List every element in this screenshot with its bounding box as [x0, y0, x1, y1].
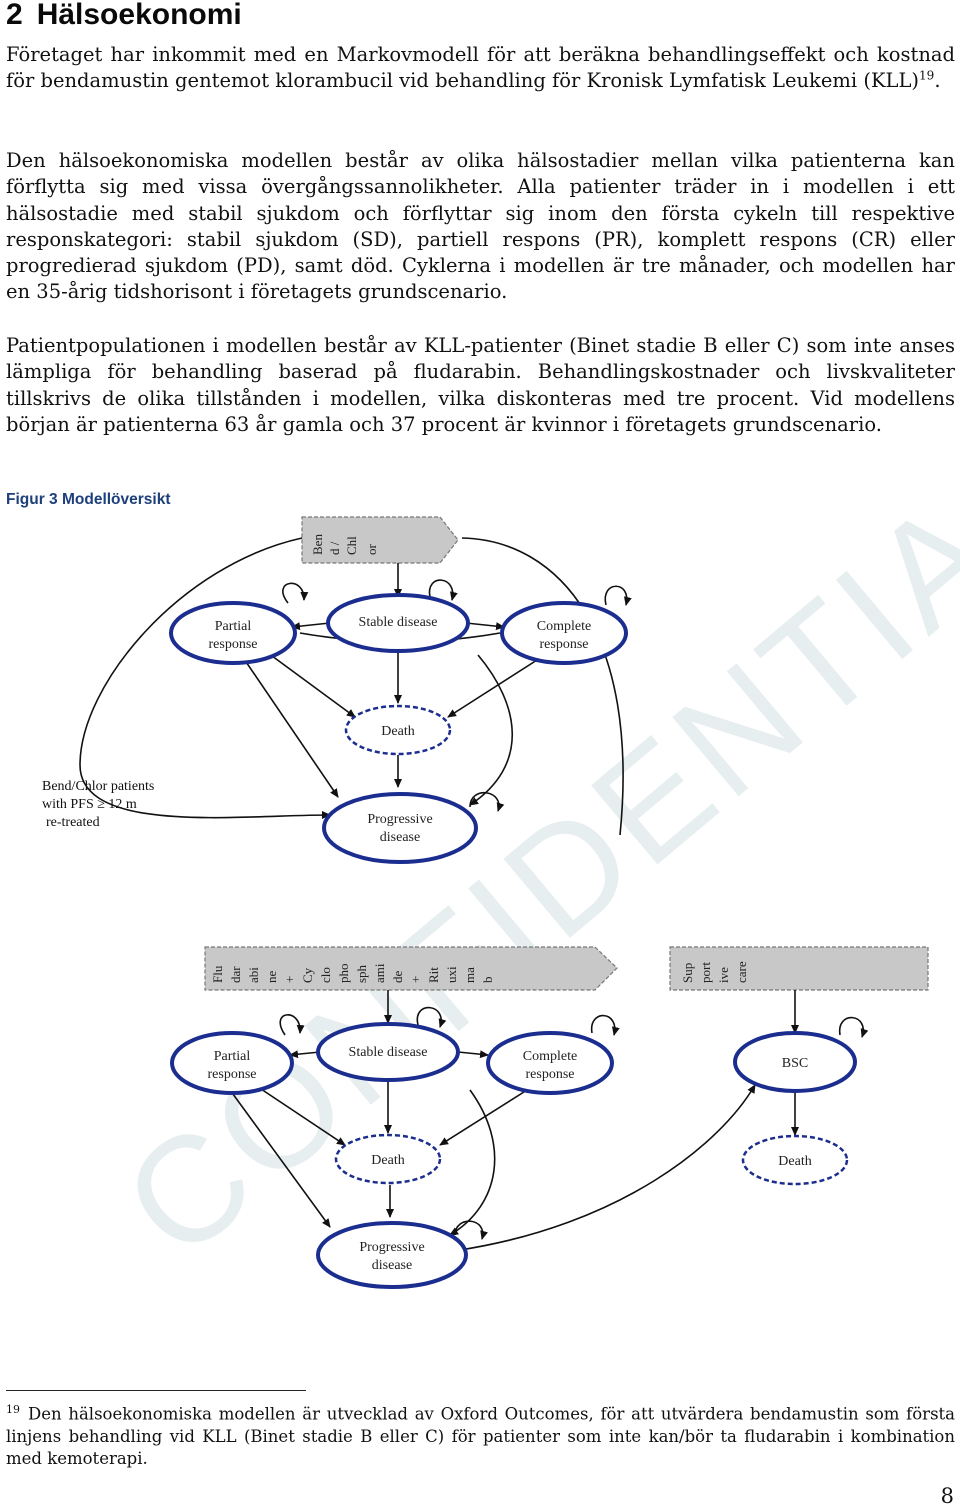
node-partial-response: Partial response: [169, 601, 297, 665]
paragraph-3: Patientpopulationen i modellen består av…: [6, 334, 955, 436]
svg-text:Sup: Sup: [680, 963, 695, 983]
node-death-2: Death: [334, 1133, 442, 1185]
footnote-separator: [6, 1390, 306, 1391]
node-complete-response: Complete response: [500, 601, 628, 665]
svg-text:ma: ma: [462, 967, 477, 983]
svg-text:de: de: [390, 971, 405, 984]
svg-text:Complete: Complete: [537, 619, 591, 634]
svg-text:d /: d /: [327, 541, 342, 555]
section-number: 2: [6, 0, 23, 31]
svg-text:Ben: Ben: [310, 534, 325, 555]
treatment-box-fludarabine-label: Flu dar abi ne + Cy clo pho sph ami de +…: [210, 963, 495, 983]
paragraph-1-end: .: [934, 69, 941, 93]
svg-text:pho: pho: [336, 964, 351, 984]
svg-text:+: +: [408, 976, 423, 983]
section-heading: 2 Hälsoekonomi: [6, 0, 242, 32]
svg-text:+: +: [282, 976, 297, 983]
svg-text:ne: ne: [264, 971, 279, 984]
svg-text:sph: sph: [354, 964, 369, 983]
svg-text:Stable disease: Stable disease: [349, 1045, 428, 1060]
page-number: 8: [940, 1484, 954, 1508]
node-death-3: Death: [741, 1134, 849, 1186]
svg-text:Bend/Chlor patients: Bend/Chlor patients: [42, 779, 154, 794]
node-partial-response-2: Partial response: [170, 1031, 294, 1095]
svg-text:response: response: [209, 637, 258, 652]
svg-text:Progressive: Progressive: [367, 812, 432, 827]
node-complete-response-2: Complete response: [486, 1031, 614, 1095]
paragraph-2: Den hälsoekonomiska modellen består av o…: [6, 149, 955, 304]
lower-connectors: [229, 990, 869, 1251]
svg-text:re-treated: re-treated: [46, 815, 100, 830]
treatment-box-fludarabine: [204, 946, 618, 991]
svg-text:Rit: Rit: [426, 967, 441, 983]
paragraph-1-text: Företaget har inkommit med en Markovmode…: [6, 43, 955, 93]
svg-text:care: care: [734, 961, 749, 983]
node-stable-disease-2: Stable disease: [316, 1022, 460, 1082]
svg-text:BSC: BSC: [782, 1056, 808, 1071]
svg-text:Flu: Flu: [210, 965, 225, 983]
footnote-number: 19: [6, 1403, 20, 1416]
node-progressive-disease: Progressive disease: [322, 792, 478, 864]
svg-text:uxi: uxi: [444, 966, 459, 983]
retreatment-note: Bend/Chlor patients with PFS ≥ 12 m re-t…: [42, 779, 154, 830]
svg-text:ami: ami: [372, 963, 387, 983]
svg-text:Chl: Chl: [344, 536, 359, 555]
svg-text:Partial: Partial: [214, 1049, 251, 1064]
svg-text:response: response: [540, 637, 589, 652]
svg-text:with PFS ≥ 12 m: with PFS ≥ 12 m: [42, 797, 137, 812]
node-bsc: BSC: [733, 1031, 857, 1093]
svg-text:dar: dar: [228, 966, 243, 983]
svg-text:Partial: Partial: [215, 619, 252, 634]
treatment-box-supportive-care: [669, 946, 929, 991]
svg-text:Death: Death: [371, 1153, 404, 1168]
svg-text:disease: disease: [372, 1258, 412, 1273]
svg-text:ive: ive: [716, 967, 731, 983]
node-stable-disease: Stable disease: [326, 593, 470, 653]
svg-text:response: response: [526, 1067, 575, 1082]
svg-text:disease: disease: [380, 830, 420, 845]
treatment-box-bend-chlor: [301, 516, 459, 564]
svg-text:port: port: [698, 962, 713, 983]
node-death: Death: [344, 704, 452, 756]
treatment-box-bend-chlor-label: Ben d / Chl or: [310, 534, 379, 555]
markov-model-diagram: CONFIDENTIAL Ben d / Chl or Partial resp…: [42, 505, 960, 1290]
footnote-text: Den hälsoekonomiska modellen är utveckla…: [6, 1404, 955, 1468]
svg-text:Death: Death: [778, 1154, 811, 1169]
paragraph-1: Företaget har inkommit med en Markovmode…: [6, 42, 955, 95]
svg-text:clo: clo: [318, 967, 333, 983]
footnote-ref[interactable]: 19: [919, 68, 935, 83]
treatment-box-supportive-care-label: Sup port ive care: [680, 961, 749, 983]
figure-caption: Figur 3 Modellöversikt: [6, 491, 171, 508]
svg-text:abi: abi: [246, 967, 261, 983]
node-progressive-disease-2: Progressive disease: [316, 1221, 468, 1289]
svg-text:Complete: Complete: [523, 1049, 577, 1064]
svg-text:or: or: [364, 544, 379, 556]
svg-text:response: response: [208, 1067, 257, 1082]
svg-text:b: b: [480, 977, 495, 984]
svg-text:Stable disease: Stable disease: [359, 615, 438, 630]
section-title: Hälsoekonomi: [36, 0, 242, 31]
svg-text:Cy: Cy: [300, 967, 315, 983]
svg-text:Progressive: Progressive: [359, 1240, 424, 1255]
svg-text:Death: Death: [381, 724, 414, 739]
